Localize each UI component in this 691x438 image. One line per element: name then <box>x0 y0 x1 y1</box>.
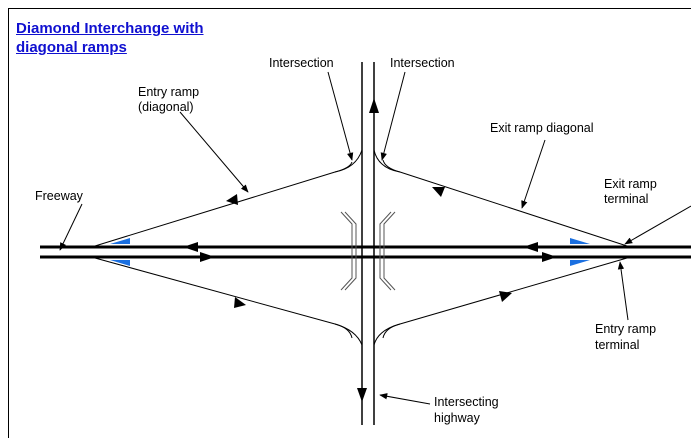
lane-marker <box>110 238 130 244</box>
label-exit-ramp-diagonal: Exit ramp diagonal <box>490 121 594 135</box>
labels: Intersection Intersection Entry ramp (di… <box>35 56 657 425</box>
diagram-frame <box>8 8 691 438</box>
arrow-east <box>542 252 557 262</box>
intersecting-highway <box>361 62 375 425</box>
exit-ramp-lower-left <box>94 257 353 339</box>
ramps <box>94 149 628 346</box>
bridge-parapets <box>340 211 396 291</box>
lane-marker <box>570 238 590 244</box>
arrow-south <box>357 388 367 402</box>
entry-ramp-upper-left <box>94 161 353 247</box>
diagram-title-link[interactable]: Diamond Interchange with diagonal ramps <box>16 19 204 57</box>
leader-lines <box>59 71 691 405</box>
label-intersecting-1: Intersecting <box>434 395 499 409</box>
interchange-diagram: Intersection Intersection Entry ramp (di… <box>35 56 691 425</box>
title-line-1: Diamond Interchange with <box>16 20 204 37</box>
label-exit-terminal-2: terminal <box>604 192 648 206</box>
title-line-2: diagonal ramps <box>16 39 127 56</box>
arrow-ramp <box>432 187 445 197</box>
label-entry-terminal-1: Entry ramp <box>595 322 656 336</box>
arrow-east <box>200 252 215 262</box>
arrow-west <box>183 242 198 252</box>
arrow-north <box>369 98 379 113</box>
lane-marker <box>110 260 130 266</box>
label-entry-terminal-2: terminal <box>595 338 639 352</box>
label-entry-ramp-2: (diagonal) <box>138 100 194 114</box>
lane-marker <box>570 260 590 266</box>
label-exit-terminal-1: Exit ramp <box>604 177 657 191</box>
label-entry-ramp-1: Entry ramp <box>138 85 199 99</box>
label-intersection-left: Intersection <box>269 56 334 70</box>
exit-ramp-upper-right <box>382 159 628 247</box>
label-intersection-right: Intersection <box>390 56 455 70</box>
arrow-ramp <box>499 291 512 302</box>
arrow-ramp <box>226 194 238 205</box>
label-intersecting-2: highway <box>434 411 481 425</box>
direction-arrows <box>183 98 557 402</box>
freeway <box>40 245 691 259</box>
arrow-west <box>523 242 538 252</box>
lane-markers <box>110 238 590 266</box>
arrow-ramp <box>234 297 246 308</box>
label-freeway: Freeway <box>35 189 84 203</box>
